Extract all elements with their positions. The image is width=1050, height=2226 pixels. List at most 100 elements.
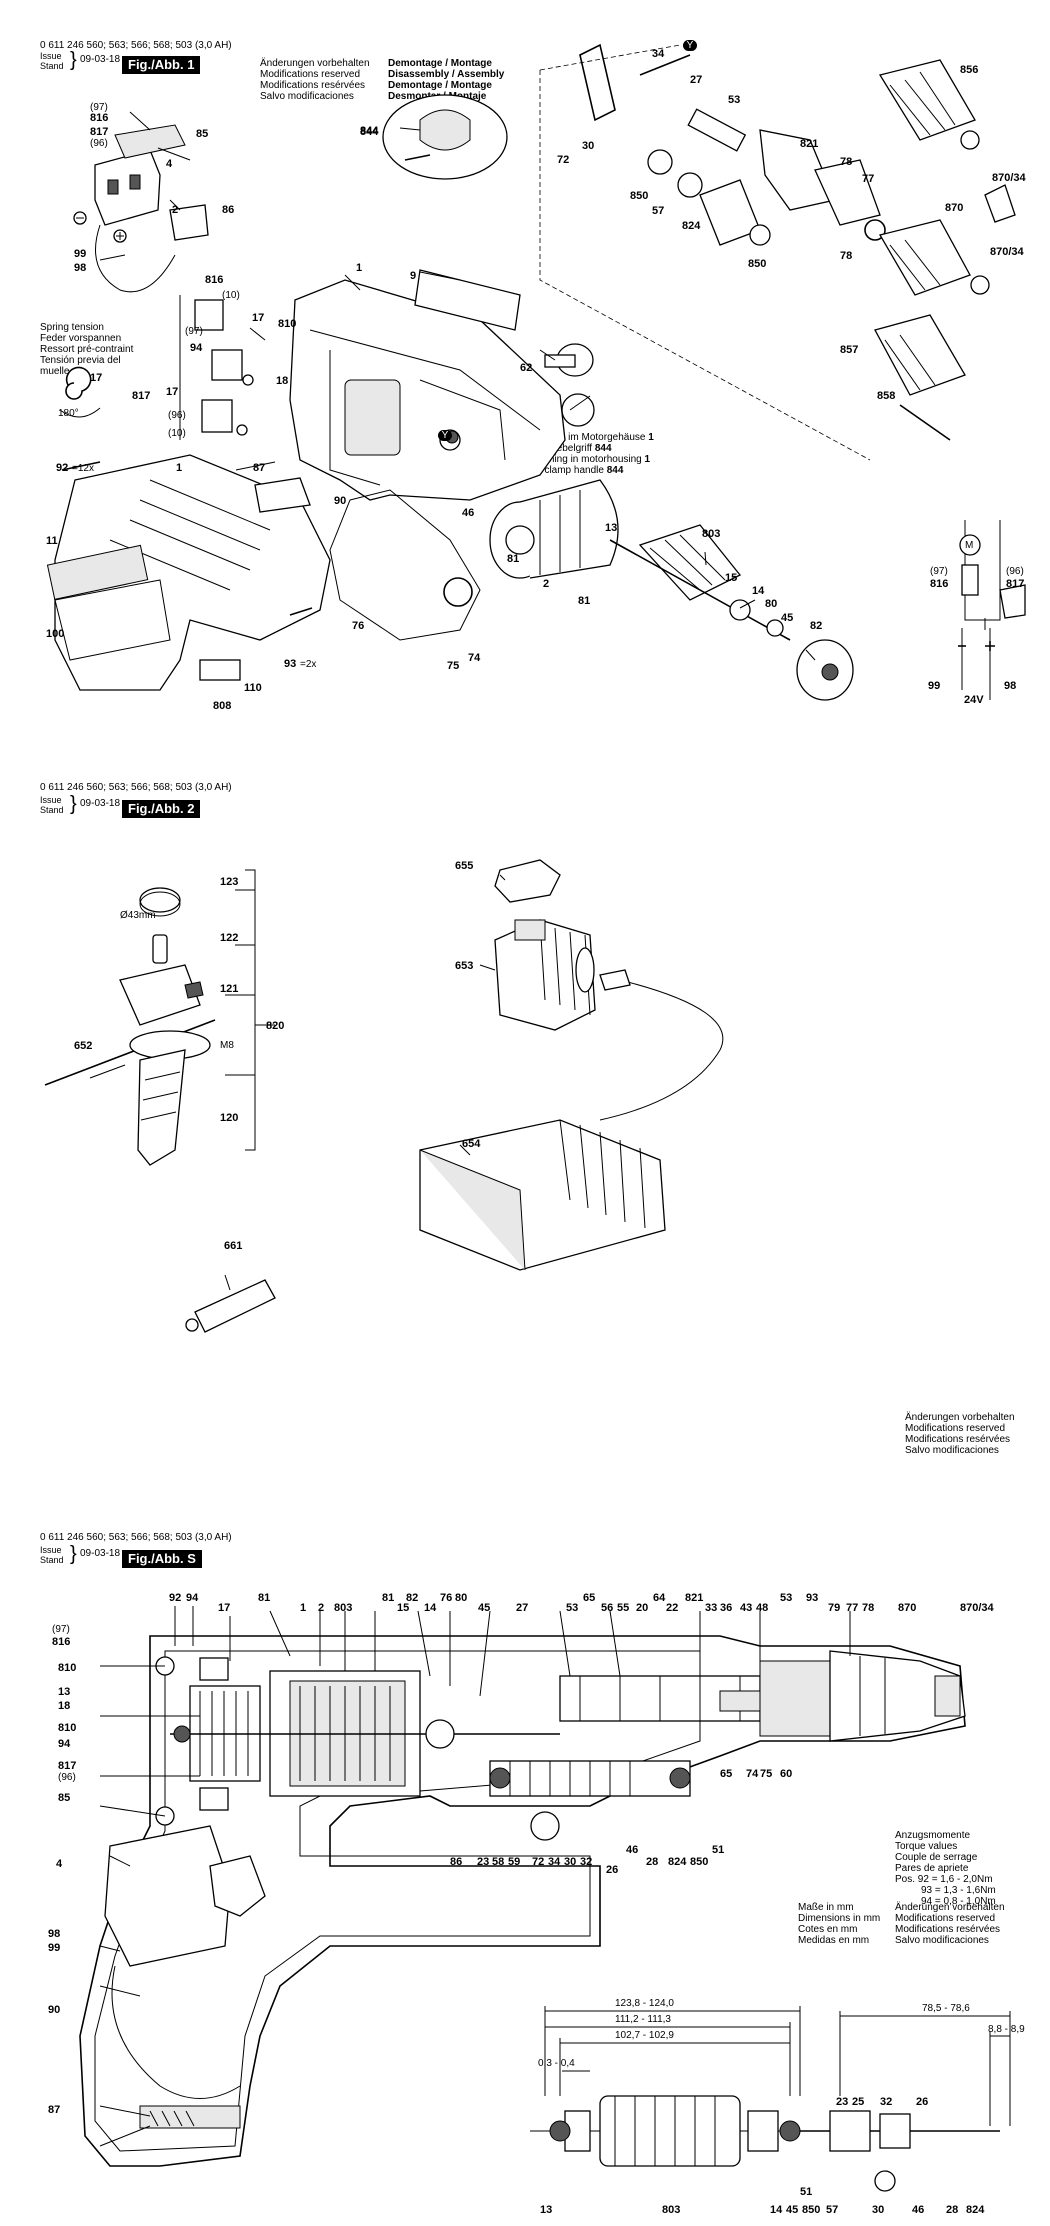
motor-num: 844 [594,443,612,454]
label: 654 [462,1138,481,1150]
mod-line: Änderungen vorbehalten [260,58,370,69]
label: 62 [520,362,533,374]
label: 824 [966,2204,985,2216]
label: 87 [253,462,266,474]
issue-label: Issue [40,51,62,61]
label: 803 [702,528,721,540]
label: 14 [752,585,765,597]
torque-row: 94 = 0,8 - 1,0Nm [921,1896,996,1907]
label: (96) [1006,566,1024,577]
label: 77 [862,173,875,185]
label: 57 [826,2204,839,2216]
armature [609,524,791,641]
label: 46 [626,1844,639,1856]
label: 86 [450,1856,463,1868]
housing-outline [79,1635,966,2167]
label: 817 [1006,578,1025,590]
torque-title-line: Pares de apriete [895,1863,969,1874]
brush-bottom [199,1787,229,1811]
label: (96) [58,1772,76,1783]
label: 14 [424,1602,437,1614]
label: 850 [690,1856,709,1868]
stand-label: Stand [40,1555,64,1565]
motor-num: 1 [644,454,651,465]
label: 32 [880,2096,893,2108]
sheetS-modifications: Änderungen vorbehalten Modifications res… [895,1902,1005,1946]
label: 93 [284,658,297,670]
label: =12x [72,463,94,474]
y-marker-icon: Y [438,430,452,441]
mod-line: Modifications reserved [905,1423,1006,1434]
label: 858 [877,390,896,402]
label: 9 [410,270,417,282]
label: (97) [930,566,948,577]
sheet2-fig-label: Fig./Abb. 2 [122,800,201,818]
label: 817 [132,390,151,402]
label: 85 [58,1792,71,1804]
dimension-value: 111,2 - 111,3 [615,2014,671,2025]
mod-line: Modifications reserved [895,1913,996,1924]
switch-assembly [73,124,209,293]
label: 844 [360,126,379,138]
bracket-820 [245,869,256,1151]
label: 45 [786,2204,799,2216]
pin-122 [152,934,168,964]
label: 816 [930,578,949,590]
label: 43 [740,1602,753,1614]
motor-symbol: M [965,540,974,551]
label: 78 [862,1602,875,1614]
label: 824 [682,220,701,232]
dim-note-line: Dimensions in mm [798,1913,881,1924]
label: 870 [898,1602,917,1614]
label: 53 [566,1602,579,1614]
label: 850 [802,2204,821,2216]
label: 803 [334,1602,353,1614]
label: 4 [56,1858,63,1870]
label: 844 [360,125,379,137]
label: 857 [840,344,859,356]
bracket-90 [254,477,311,513]
trigger [209,1855,266,1917]
thread-label: M8 [220,1040,234,1051]
brace-icon: } [70,793,77,815]
label: 817 [90,126,109,138]
label: 120 [220,1112,239,1124]
aux-handle [129,1030,211,1166]
motor-line: for clamp handle [530,465,604,476]
label: 81 [382,1592,395,1604]
label: 94 [190,342,203,354]
label: 17 [166,386,179,398]
leader-lines [89,874,506,1291]
battery-cap [494,859,561,903]
label: 74 [746,1768,759,1780]
disassembly-line: Disassembly / Assembly [388,69,505,80]
label: 30 [582,140,595,152]
label: 99 [928,680,941,692]
sheetS-code: 0 611 246 560; 563; 566; 568; 503 (3,0 A… [40,1532,232,1543]
label: 2 [172,204,179,216]
label: 60 [780,1768,793,1780]
depth-gauge-rod [44,1019,216,1086]
label: 82 [406,1592,419,1604]
sheetS-issue: Issue Stand } 09-03-18 [40,1544,160,1569]
clamp-knob [544,343,595,427]
label: 86 [222,204,235,216]
label: 870/34 [992,172,1026,184]
label: 46 [912,2204,925,2216]
label: 820 [266,1020,285,1032]
torque-row: Pos. 92 = 1,6 - 2,0Nm [895,1874,993,1885]
torque-title-line: Torque values [895,1841,958,1852]
spring-line: Tensión previa del [40,355,121,366]
mod-line: Modifications resérvées [260,80,366,91]
label: 90 [334,495,347,507]
label: 850 [630,190,649,202]
label: (96) [168,410,186,421]
sheet1-issue: Issue Stand } 09-03-18 [40,50,160,75]
label: 92 [56,462,69,474]
label: 72 [532,1856,545,1868]
label: 655 [455,860,474,872]
sheet1-fig-label: Fig./Abb. 1 [122,56,201,74]
ring-75 [443,577,473,607]
fig2-drawing [44,859,724,1333]
label: 85 [196,128,209,140]
